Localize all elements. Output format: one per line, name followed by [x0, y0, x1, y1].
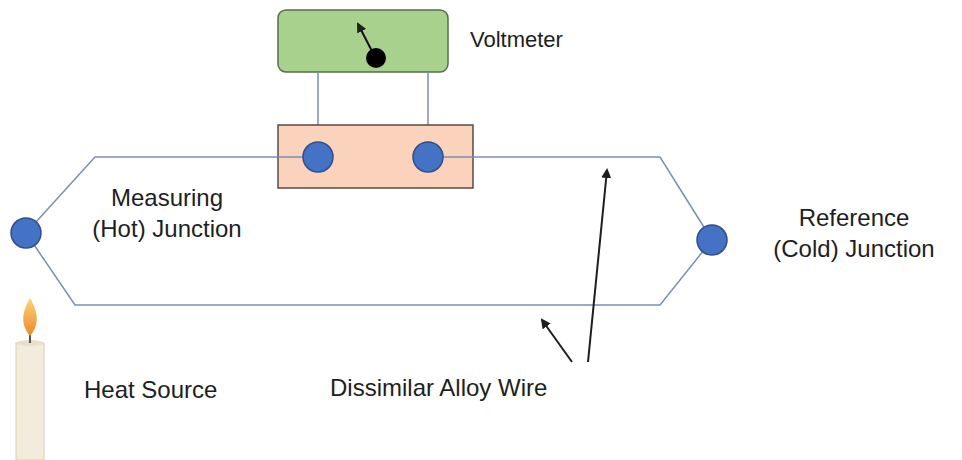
terminal [303, 142, 333, 172]
needle-pivot [366, 48, 386, 68]
terminal [413, 142, 443, 172]
alloy-wire [443, 157, 712, 240]
voltmeter-box [278, 10, 448, 72]
junction-label: Measuring (Hot) Junction [86, 182, 248, 244]
node-heading: Voltmeter [470, 26, 563, 55]
hot-junction [11, 218, 41, 248]
junction-label: Reference (Cold) Junction [766, 202, 942, 264]
cold-junction [697, 225, 727, 255]
leader-arrow [588, 170, 607, 362]
candle [16, 298, 44, 460]
heat-source-label: Heat Source [84, 374, 284, 405]
leader-arrow [542, 320, 572, 362]
wire-label: Dissimilar Alloy Wire [330, 372, 630, 403]
voltmeter-node: Voltmeter [278, 10, 448, 72]
alloy-wire [26, 233, 712, 305]
